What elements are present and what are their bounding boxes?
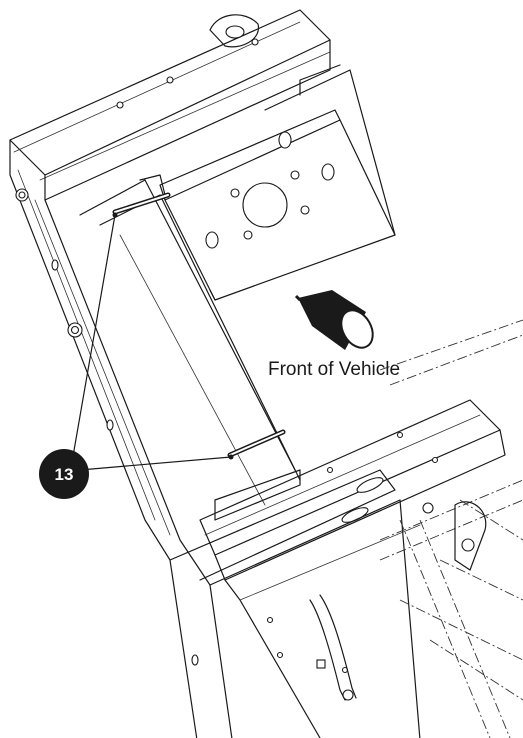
callout-leader-lines	[71, 214, 232, 471]
lower-frame-section	[169, 469, 421, 738]
left-frame-rail	[9, 139, 233, 738]
cable-tie-lower	[227, 429, 286, 460]
front-direction-arrow-icon	[294, 290, 374, 350]
upper-crossmember	[9, 9, 331, 201]
mount-bracket-plate	[159, 64, 396, 301]
phantom-components	[379, 319, 523, 738]
callout-badge: 13	[39, 449, 89, 499]
callout-number: 13	[55, 465, 74, 484]
direction-label: Front of Vehicle	[268, 359, 400, 380]
